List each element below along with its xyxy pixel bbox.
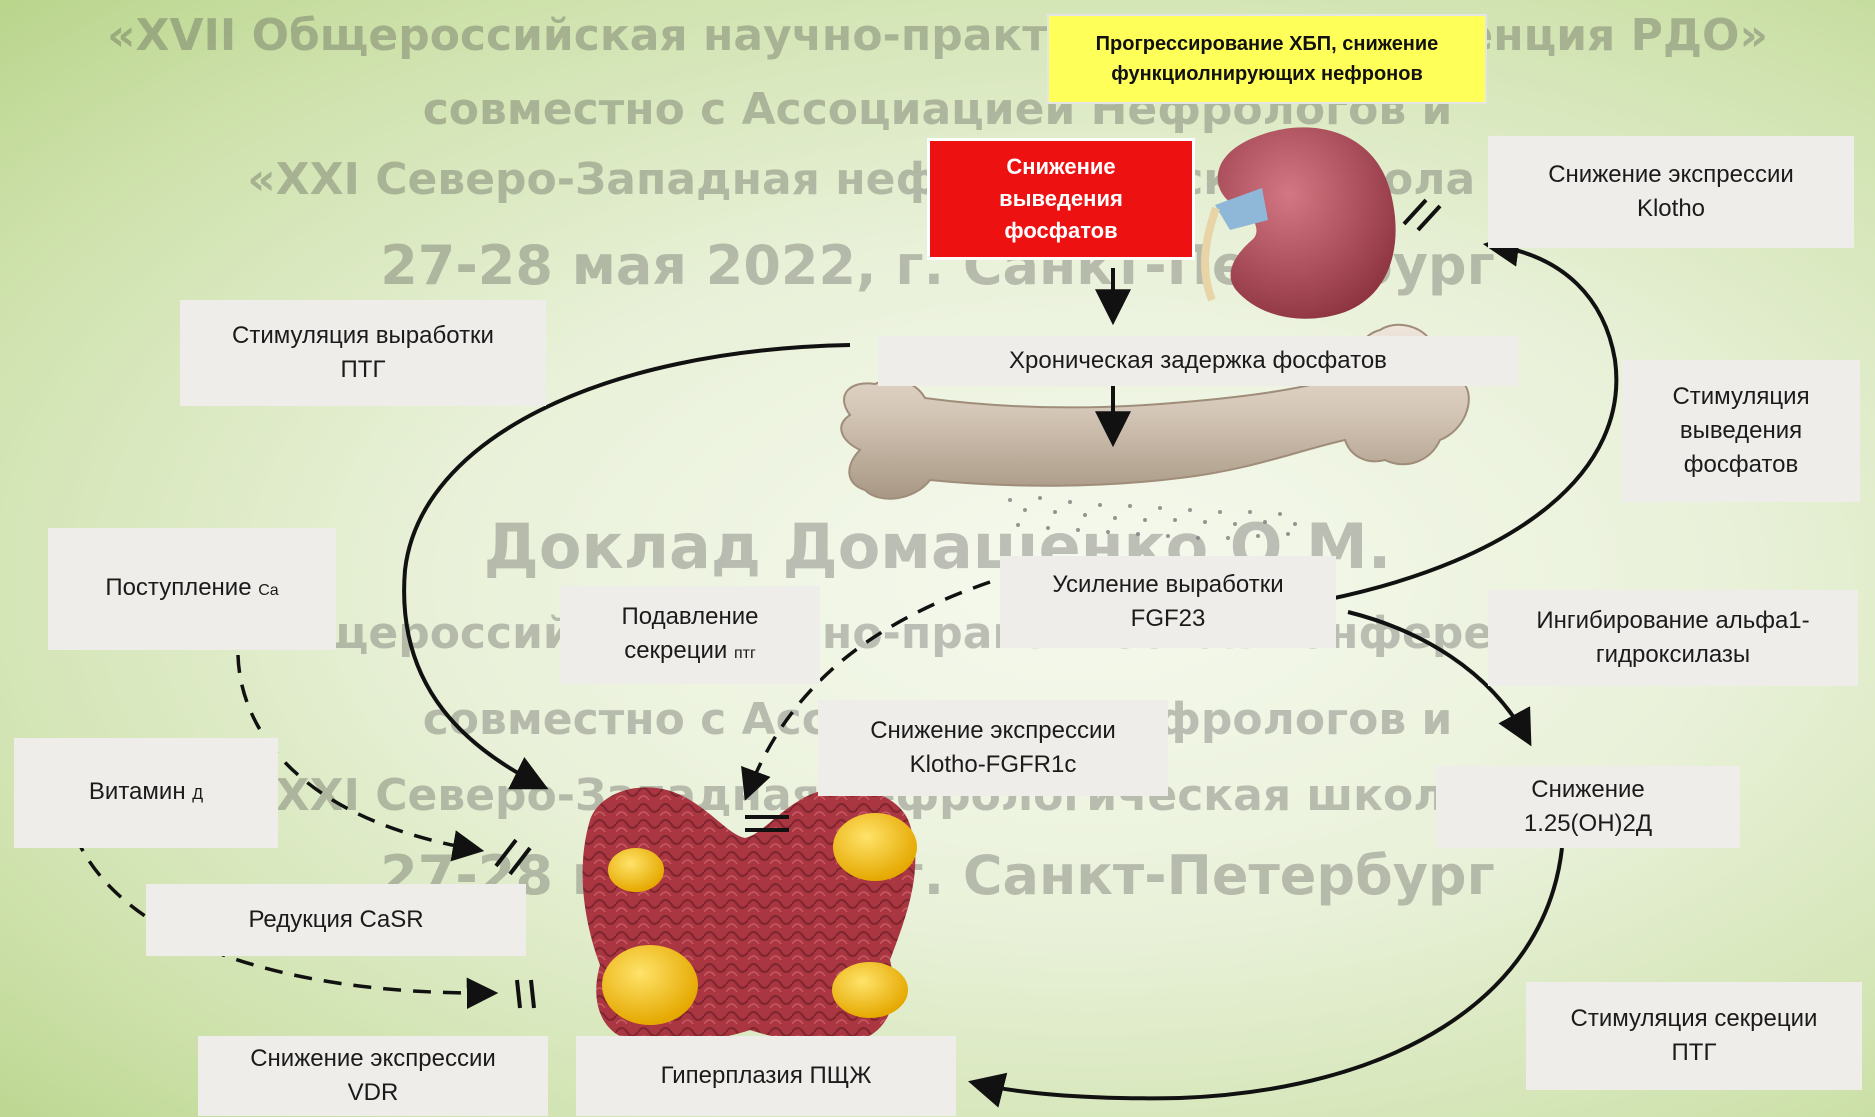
node-chronic-phosphate-retention: Хроническая задержка фосфатов (878, 336, 1518, 386)
node-phosphate-excretion-decrease-line3: фосфатов (930, 215, 1192, 247)
node-vdr-expression-decrease: Снижение экспрессии VDR (198, 1036, 548, 1116)
node-pth-suppression-line2: секреции птг (624, 634, 756, 671)
node-klotho-fgfr1c-decrease: Снижение экспрессии Klotho-FGFR1c (818, 700, 1168, 796)
node-phosphate-excretion-stim-line2: выведения (1680, 414, 1802, 448)
node-klotho-fgfr1c-line1: Снижение экспрессии (870, 714, 1116, 748)
node-chronic-phosphate-retention-text: Хроническая задержка фосфатов (1009, 344, 1387, 378)
node-calcitriol-line1: Снижение (1531, 773, 1644, 807)
node-pth-production-line2: ПТГ (341, 353, 386, 387)
node-pth-production-line1: Стимуляция выработки (232, 319, 494, 353)
node-calcium-intake-text: Поступление Ca (105, 571, 278, 608)
calcium-intake-label: Поступление (105, 574, 258, 601)
node-pth-secretion-stimulation: Стимуляция секреции ПТГ (1526, 982, 1862, 1090)
pth-suppression-small: птг (734, 645, 756, 662)
node-phosphate-excretion-stim-line1: Стимуляция (1672, 380, 1809, 414)
node-vitamin-d-text: Витамин Д (89, 775, 203, 812)
node-ckd-progression-line1: Прогрессирование ХБП, снижение (1049, 29, 1485, 59)
node-vdr-line1: Снижение экспрессии (250, 1042, 496, 1076)
node-pth-suppression-line1: Подавление (622, 600, 759, 634)
node-klotho-line1: Снижение экспрессии (1548, 158, 1794, 192)
node-pth-secretion-stim-line1: Стимуляция секреции (1571, 1002, 1818, 1036)
vitamin-d-small: Д (192, 786, 203, 803)
node-phosphate-excretion-stim-line3: фосфатов (1684, 448, 1798, 482)
node-alpha1-line2: гидроксилазы (1596, 638, 1750, 672)
node-fgf23-line1: Усиление выработки (1052, 568, 1283, 602)
node-alpha1-line1: Ингибирование альфа1- (1536, 604, 1809, 638)
node-pth-secretion-suppression: Подавление секреции птг (560, 586, 820, 684)
pth-suppression-label: секреции (624, 637, 734, 664)
node-pth-secretion-stim-line2: ПТГ (1672, 1036, 1717, 1070)
vitamin-d-label: Витамин (89, 778, 192, 805)
node-ckd-progression: Прогрессирование ХБП, снижение функциолн… (1047, 14, 1487, 104)
node-ckd-progression-line2: функциолнирующих нефронов (1049, 59, 1485, 89)
node-phosphate-excretion-decrease-line2: выведения (930, 183, 1192, 215)
node-klotho-expression-decrease: Снижение экспрессии Klotho (1488, 136, 1854, 248)
node-phosphate-excretion-decrease: Снижение выведения фосфатов (927, 138, 1195, 260)
node-klotho-line2: Klotho (1637, 192, 1705, 226)
node-phosphate-excretion-stimulation: Стимуляция выведения фосфатов (1622, 360, 1860, 502)
node-calcitriol-decrease: Снижение 1.25(OH)2Д (1436, 766, 1740, 848)
node-calcium-intake: Поступление Ca (48, 528, 336, 650)
node-fgf23-increase: Усиление выработки FGF23 (1000, 556, 1336, 648)
kidney-illustration (1205, 127, 1396, 318)
node-phosphate-excretion-decrease-line1: Снижение (930, 151, 1192, 183)
node-parathyroid-hyperplasia: Гиперплазия ПЩЖ (576, 1036, 956, 1116)
node-vdr-line2: VDR (348, 1076, 399, 1110)
node-fgf23-line2: FGF23 (1131, 602, 1206, 636)
node-casr-text: Редукция CaSR (248, 903, 423, 937)
node-klotho-fgfr1c-line2: Klotho-FGFR1c (910, 748, 1077, 782)
parathyroid-gland-illustration (583, 787, 917, 1043)
node-hyperplasia-text: Гиперплазия ПЩЖ (661, 1059, 872, 1093)
calcium-intake-subscript: Ca (258, 582, 278, 599)
node-vitamin-d: Витамин Д (14, 738, 278, 848)
node-calcitriol-line2: 1.25(OH)2Д (1524, 807, 1652, 841)
node-alpha1-hydroxylase-inhibition: Ингибирование альфа1- гидроксилазы (1488, 590, 1858, 686)
node-casr-reduction: Редукция CaSR (146, 884, 526, 956)
node-pth-production-stimulation: Стимуляция выработки ПТГ (180, 300, 546, 406)
